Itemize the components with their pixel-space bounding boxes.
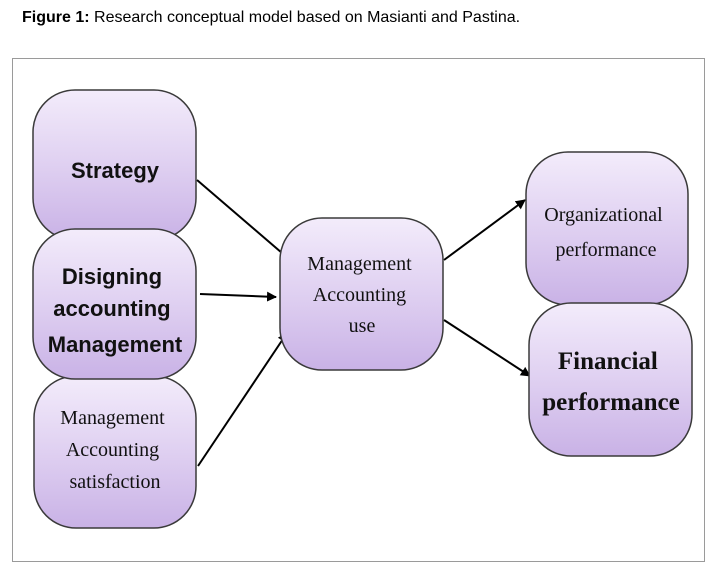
use-line-1: Management <box>307 253 412 275</box>
node-management-accounting-satisfaction: Management Accounting satisfaction <box>33 375 197 529</box>
figure-caption-text: Research conceptual model based on Masia… <box>94 9 521 26</box>
figure-label: Figure 1: <box>22 9 90 26</box>
use-line-2: Accounting <box>313 284 406 306</box>
arrow-satisfaction-to-use <box>197 332 288 467</box>
node-financial-performance: Financial performance <box>528 302 693 457</box>
node-management-accounting-use: Management Accounting use <box>279 217 444 371</box>
designing-line-2: accounting <box>53 296 170 321</box>
node-designing-accounting-management: Disigning accounting Management <box>32 228 197 380</box>
svg-text:Financial performance: Financial performance <box>542 348 679 416</box>
svg-text:Organizational performan: Organizational performance <box>544 204 667 261</box>
designing-line-1: Disigning <box>62 264 162 289</box>
use-line-3: use <box>349 315 376 337</box>
financial-line-2: performance <box>542 389 679 416</box>
svg-text:Disigning accounting: Disigning accounting Management <box>48 264 183 357</box>
arrow-designing-to-use <box>199 291 277 302</box>
figure-caption: Figure 1: Research conceptual model base… <box>22 9 520 27</box>
designing-line-3: Management <box>48 332 183 357</box>
arrow-use-to-organizational <box>443 199 526 261</box>
svg-text:Management Accounting: Management Accounting satisfaction <box>60 407 169 493</box>
node-organizational-performance: Organizational performance <box>525 151 689 306</box>
arrow-strategy-to-use <box>196 179 283 254</box>
strategy-line-1: Strategy <box>71 158 160 183</box>
node-strategy: Strategy <box>32 89 197 241</box>
arrow-use-to-financial <box>443 319 531 377</box>
svg-text:Management Accounting: Management Accounting use <box>307 253 416 337</box>
financial-line-1: Financial <box>558 348 658 375</box>
svg-text:Strategy: Strategy <box>71 158 160 183</box>
satisfaction-line-2: Accounting <box>66 439 159 461</box>
satisfaction-line-3: satisfaction <box>69 471 160 493</box>
organizational-line-2: performance <box>555 239 656 261</box>
diagram-frame <box>12 58 705 562</box>
organizational-line-1: Organizational <box>544 204 663 226</box>
satisfaction-line-1: Management <box>60 407 165 429</box>
